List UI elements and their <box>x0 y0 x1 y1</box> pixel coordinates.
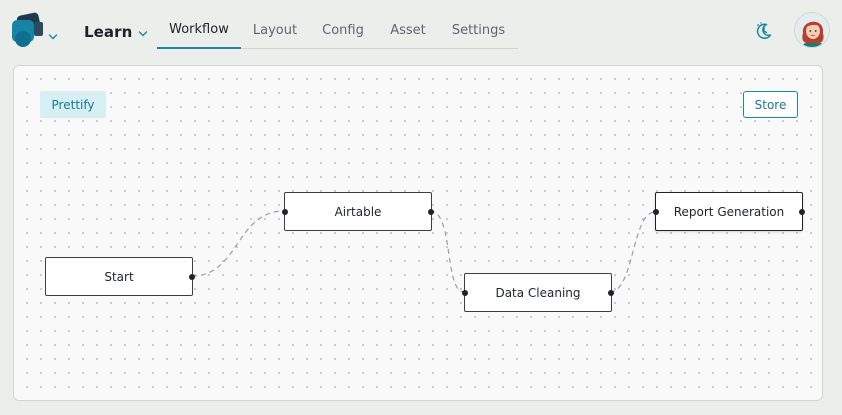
output-port[interactable] <box>189 273 195 280</box>
main-tabs: Workflow Layout Config Asset Settings <box>157 12 518 49</box>
top-bar: Learn Workflow Layout Config Asset Setti… <box>0 0 842 62</box>
node-airtable[interactable]: Airtable <box>282 192 434 231</box>
app-logo-icon[interactable] <box>10 12 46 50</box>
input-port[interactable] <box>282 208 288 215</box>
node-label: Airtable <box>334 204 382 219</box>
node-label: Data Cleaning <box>495 285 581 300</box>
chevron-down-icon[interactable] <box>48 26 58 40</box>
node-label: Report Generation <box>673 204 785 219</box>
app-name: Learn <box>84 23 133 41</box>
workflow-edges <box>191 210 656 293</box>
node-start[interactable]: Start <box>45 257 195 296</box>
tab-workflow[interactable]: Workflow <box>157 12 241 49</box>
tab-settings[interactable]: Settings <box>451 22 506 38</box>
workflow-canvas[interactable]: Prettify Store Start Airtable Data Clean… <box>13 65 823 401</box>
node-data-cleaning[interactable]: Data Cleaning <box>462 273 614 312</box>
app-switcher[interactable]: Learn <box>84 20 148 44</box>
edge-start-airtable <box>191 210 285 277</box>
edge-data-cleaning-report <box>609 211 656 293</box>
tab-layout[interactable]: Layout <box>252 22 298 38</box>
input-port[interactable] <box>462 289 468 296</box>
tab-config[interactable]: Config <box>322 22 364 38</box>
theme-toggle-icon[interactable] <box>753 20 775 42</box>
chevron-down-icon <box>138 23 148 42</box>
node-report-generation[interactable]: Report Generation <box>653 192 805 231</box>
output-port[interactable] <box>428 208 434 215</box>
tab-asset[interactable]: Asset <box>390 22 426 38</box>
node-label: Start <box>104 269 134 284</box>
output-port[interactable] <box>799 208 805 215</box>
store-button[interactable]: Store <box>743 91 798 118</box>
output-port[interactable] <box>608 289 614 296</box>
edge-airtable-data-cleaning <box>429 210 465 293</box>
input-port[interactable] <box>653 208 659 215</box>
prettify-button[interactable]: Prettify <box>40 91 106 118</box>
user-avatar[interactable] <box>794 12 830 48</box>
